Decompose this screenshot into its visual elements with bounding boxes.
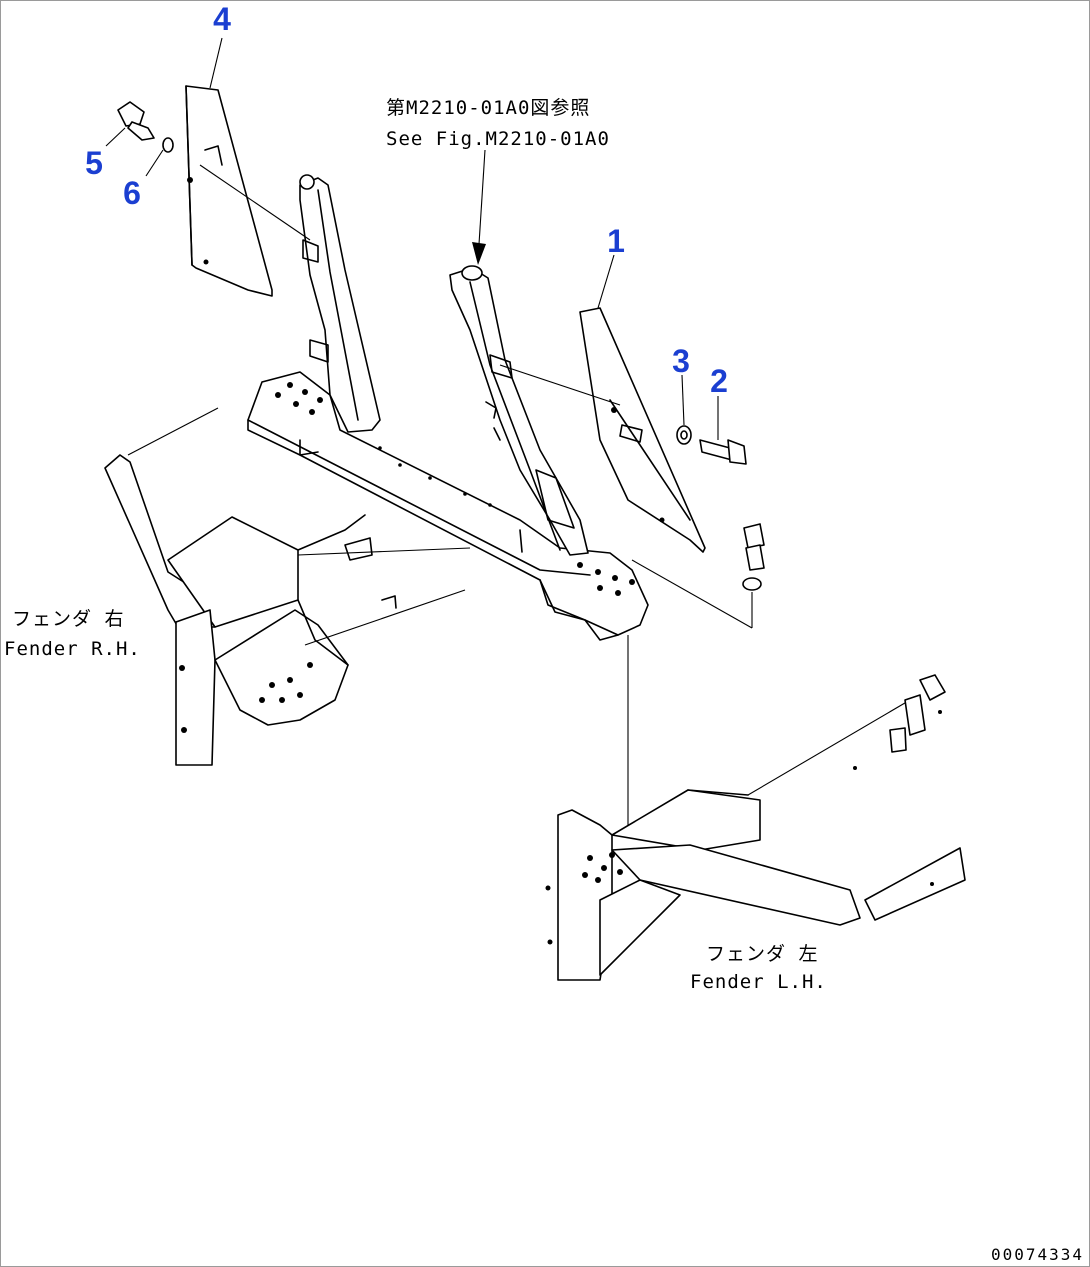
fender-rh-label-en: Fender R.H. [4,638,141,660]
fender-lh-label-en: Fender L.H. [690,971,827,993]
washer-6 [162,137,174,153]
bolt-2 [699,439,747,465]
bolt-5 [117,101,155,141]
callout-6: 6 [123,175,141,211]
drawing-number: 00074334 [991,1245,1084,1264]
cover-plate-left [185,85,311,297]
fender-rh [104,407,471,766]
fender-lh [545,635,966,981]
callout-2: 2 [710,363,728,399]
fender-lh-label-jp: フェンダ 左 [706,943,818,965]
fender-rh-label-jp: フェンダ 右 [12,608,124,630]
frame-assembly [247,174,649,641]
callout-5: 5 [85,145,103,181]
beam-holes [275,382,635,596]
reference-arrow-head [472,242,486,265]
washer-3 [676,425,692,445]
cover-plate-right [499,307,706,553]
reference-note-jp: 第M2210-01A0図参照 [386,97,590,119]
bolt-lower [631,523,765,629]
callout-4: 4 [213,1,231,37]
reference-note-en: See Fig.M2210-01A0 [386,128,610,150]
callout-1: 1 [607,223,625,259]
callout-3: 3 [672,343,690,379]
leader-lines [105,37,719,440]
